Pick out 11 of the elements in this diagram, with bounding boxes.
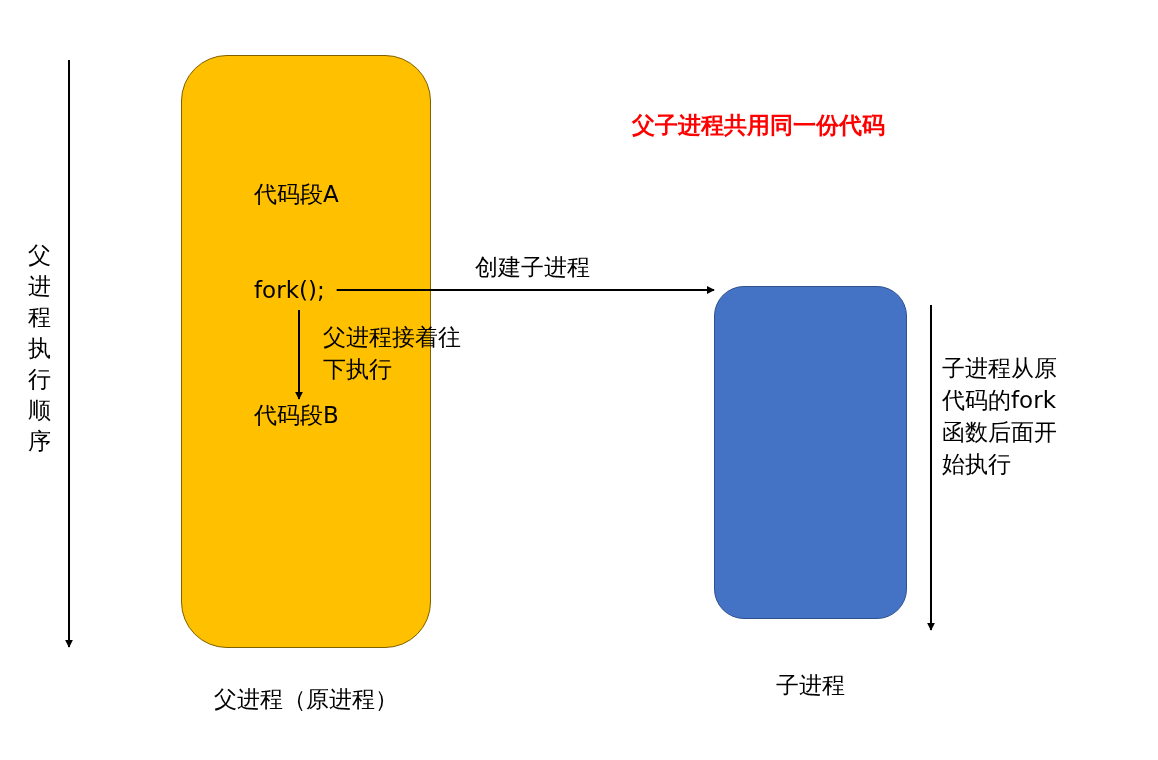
code-text: 代码段B — [254, 399, 339, 431]
arrow — [335, 286, 715, 294]
direction-label: 父进程执行顺序 — [28, 241, 52, 456]
box-caption: 子进程 — [775, 671, 846, 700]
arrow — [295, 309, 303, 400]
code-text: 代码段A — [254, 180, 339, 209]
direction-label: 子进程从原代码的fork函数后面开始执行 — [942, 354, 1058, 479]
box-caption: 父进程（原进程） — [213, 685, 399, 714]
code-text: fork(); — [254, 274, 325, 306]
title: 父子进程共用同一份代码 — [632, 111, 885, 140]
edge-label: 创建子进程 — [475, 253, 590, 282]
